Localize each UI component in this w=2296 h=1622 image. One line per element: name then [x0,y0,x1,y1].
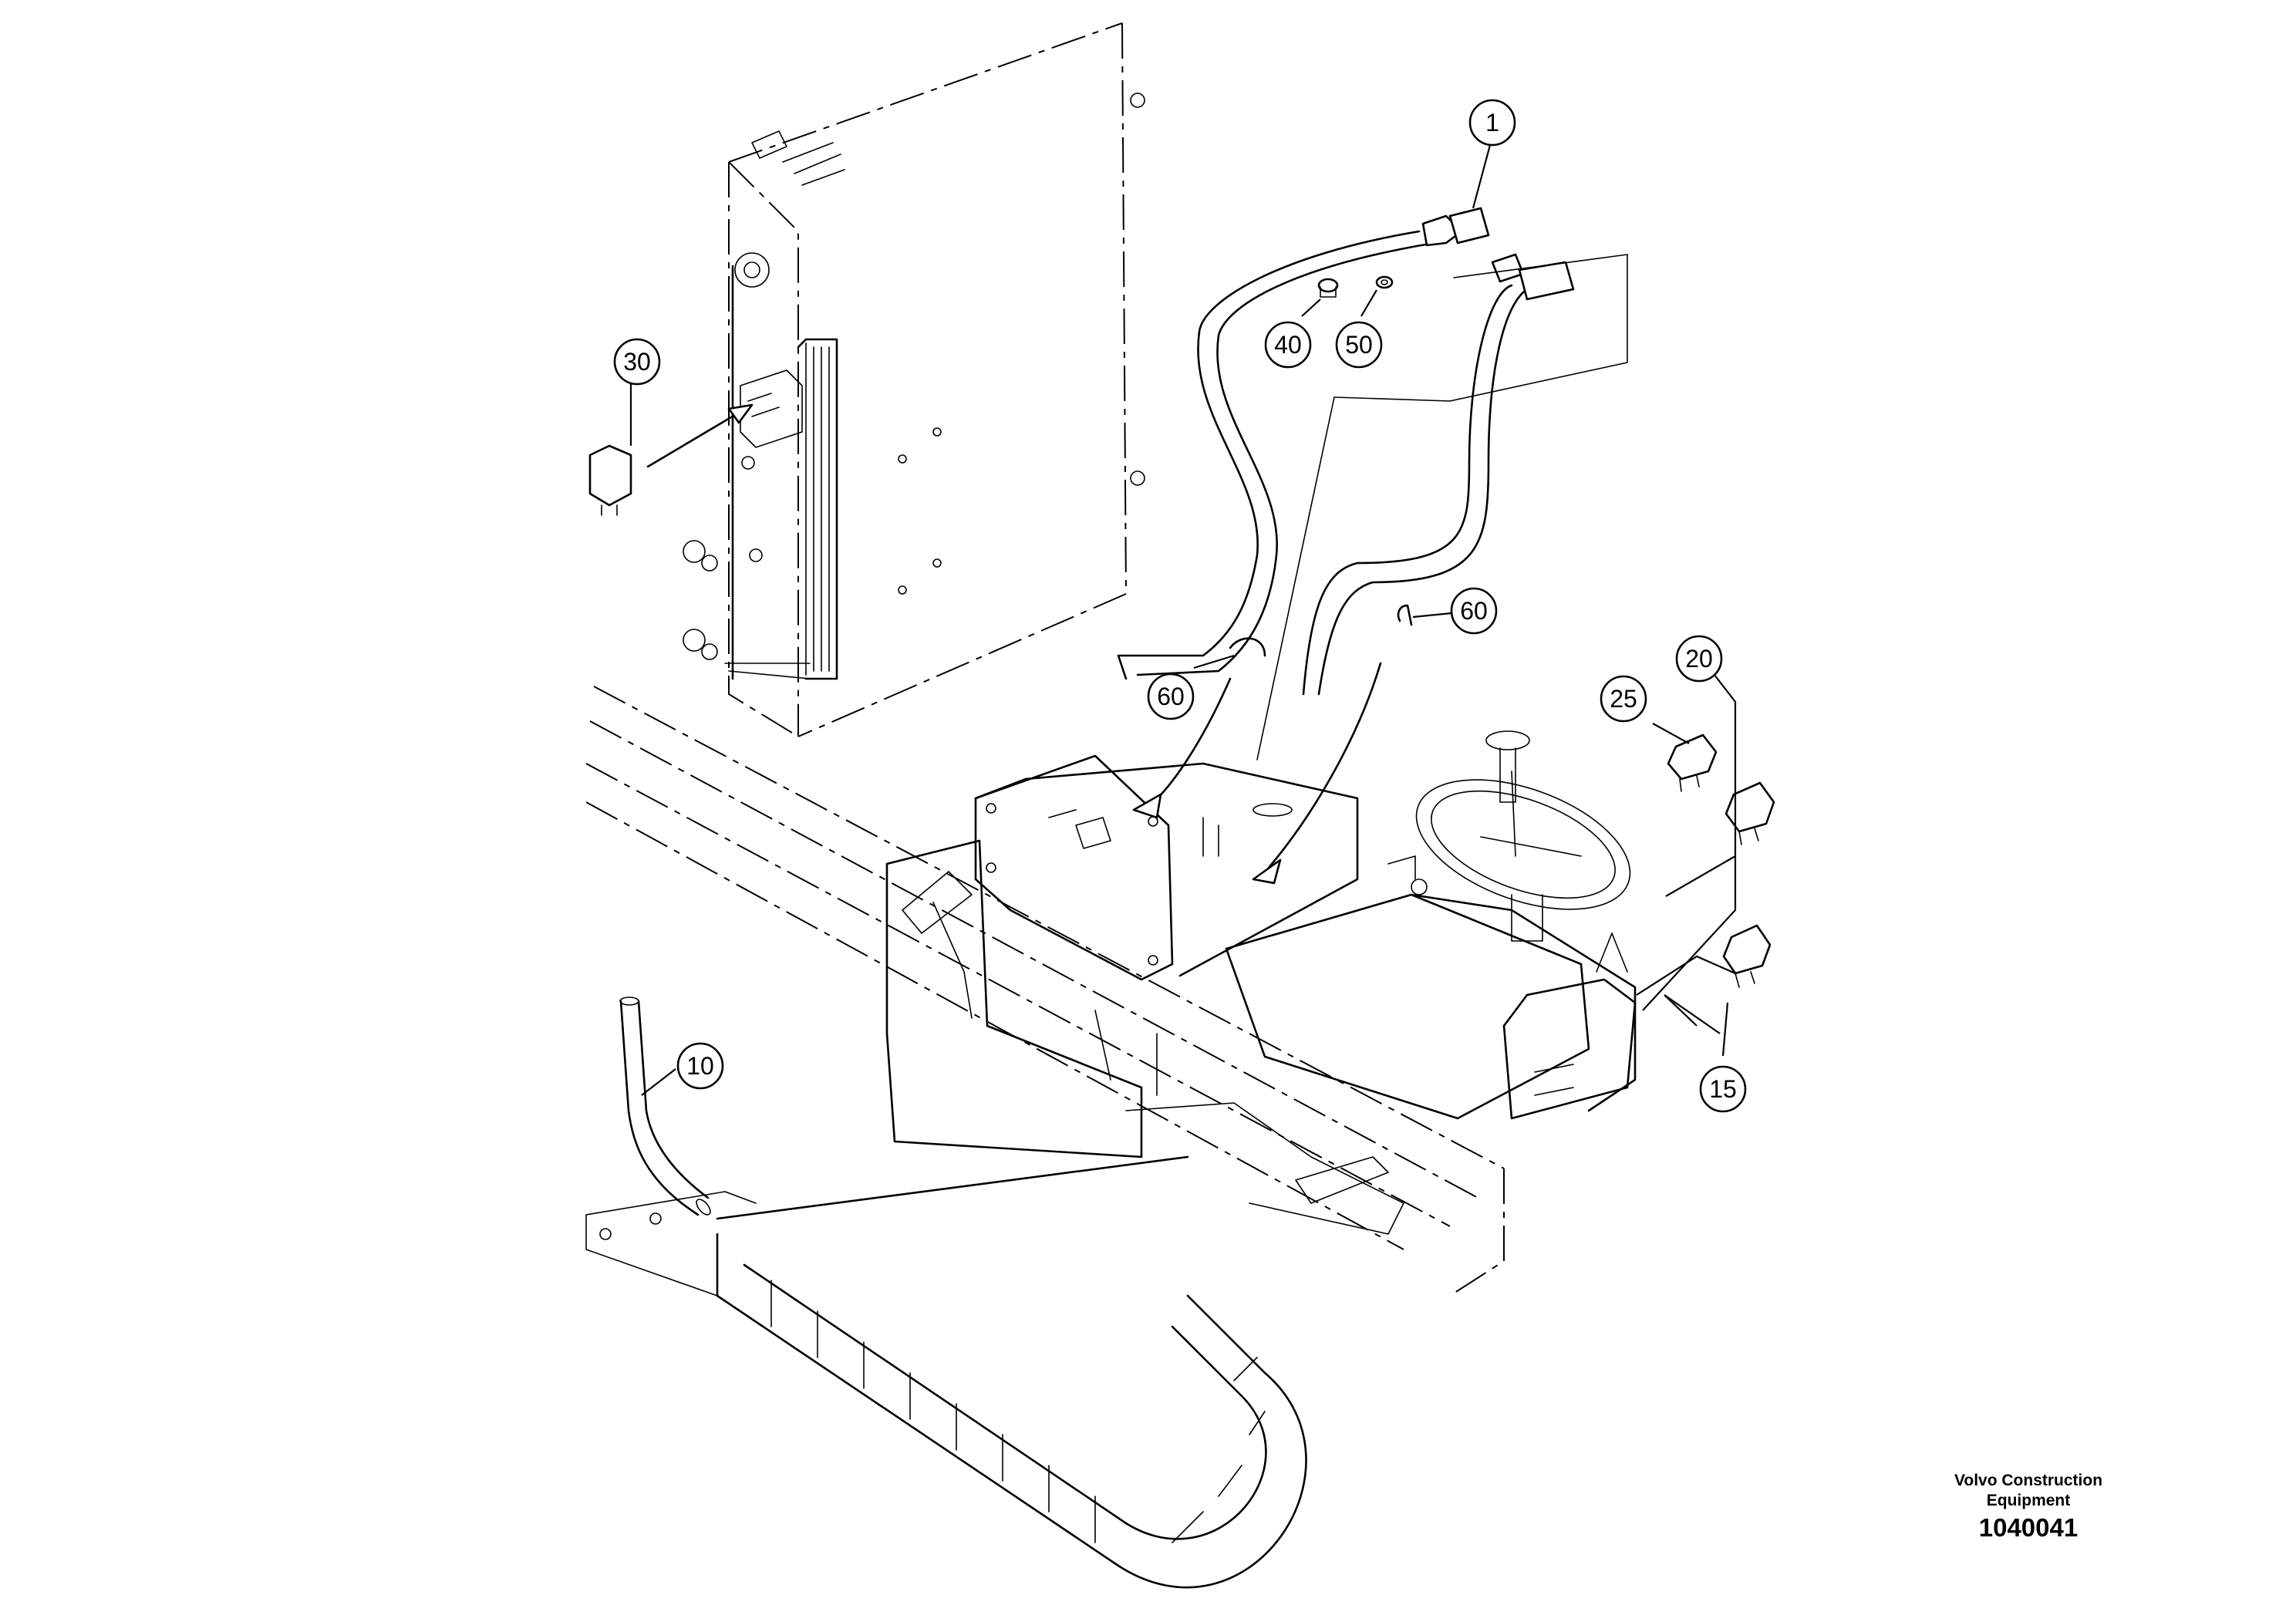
hose-part [619,996,711,1216]
callout-10-label: 10 [686,1052,714,1080]
callout-50-label: 50 [1345,331,1373,359]
callout-60-left: 60 [1147,673,1195,720]
callout-15-label: 15 [1709,1075,1737,1103]
callout-leaders [629,144,1737,1096]
switch-15 [1722,924,1772,988]
wiring-harness [1117,207,1628,760]
callout-60-right-label: 60 [1460,597,1488,625]
callout-40: 40 [1264,321,1312,369]
callout-30: 30 [613,338,661,386]
callout-60-right: 60 [1450,587,1498,635]
switch-25 [1667,733,1718,792]
callout-40-label: 40 [1274,331,1302,359]
clips [1229,604,1413,657]
relay-part [588,444,632,516]
callout-60-left-label: 60 [1157,683,1185,710]
switch-20 [1725,781,1775,845]
assembly-arrows [646,403,1382,885]
callout-15: 15 [1699,1065,1747,1113]
callout-30-label: 30 [623,348,651,376]
brand-name-line2: Equipment [1986,1492,2071,1509]
callout-10: 10 [676,1042,724,1090]
callout-25-label: 25 [1610,685,1637,713]
callout-1: 1 [1468,99,1516,147]
callout-20-label: 20 [1685,645,1713,673]
callout-20: 20 [1675,635,1723,683]
rail-beam [585,686,1505,1297]
cabinet-housing [728,22,1145,737]
cable-carrier-chain [585,1155,1307,1589]
callout-50: 50 [1335,321,1383,369]
callout-25: 25 [1600,675,1647,723]
callout-1-label: 1 [1485,109,1499,137]
drawing-number: 1040041 [1978,1513,2079,1542]
brand-name-line1: Volvo Construction [1954,1472,2103,1489]
relay-bracket-assembly [683,252,838,680]
bolt-and-washer [1317,275,1394,298]
control-console [885,730,1637,1235]
